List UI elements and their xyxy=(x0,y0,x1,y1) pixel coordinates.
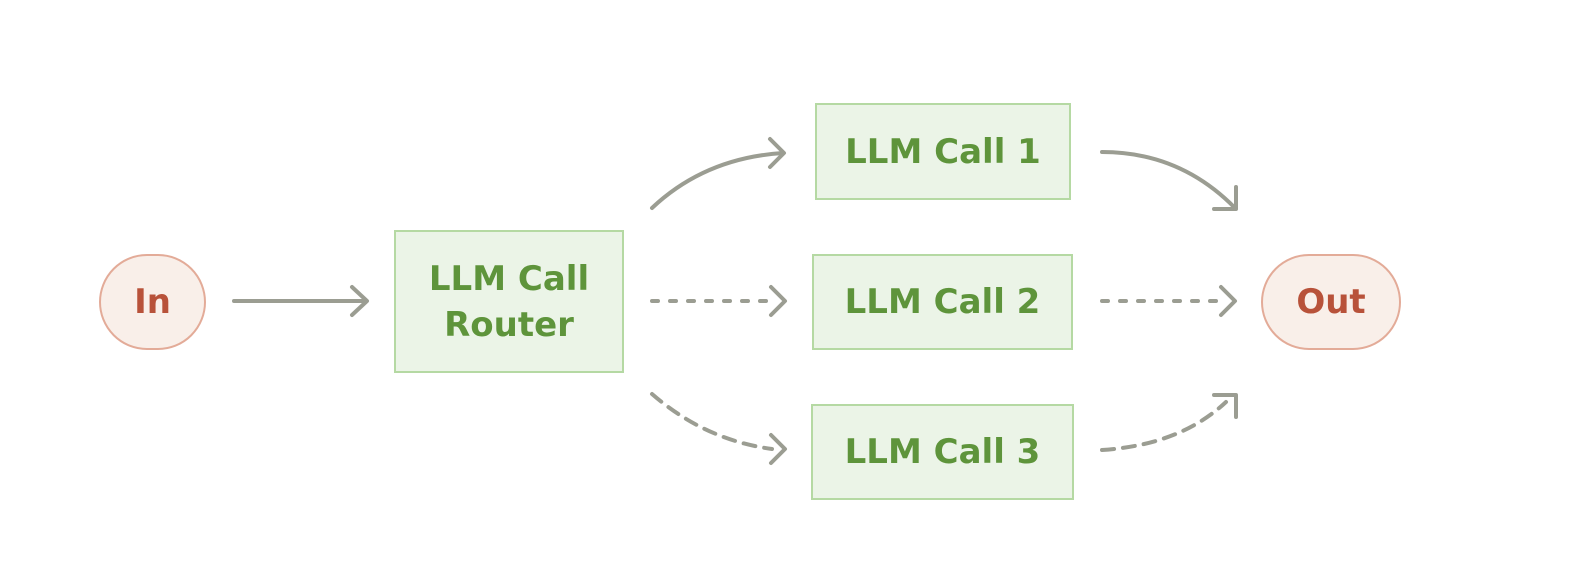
arrow-router-to-call1 xyxy=(650,151,785,210)
llm-call-1-node: LLM Call 1 xyxy=(815,103,1071,200)
arrowhead-call2-to-out xyxy=(1219,285,1237,317)
llm-call-2-label: LLM Call 2 xyxy=(844,282,1041,322)
llm-call-2-node: LLM Call 2 xyxy=(812,254,1073,350)
arrow-call1-to-out xyxy=(1100,150,1237,210)
output-node-label: Out xyxy=(1296,282,1366,322)
arrow-router-to-call3 xyxy=(650,392,774,451)
arrowhead-router-to-call2 xyxy=(769,285,787,317)
llm-call-1-label: LLM Call 1 xyxy=(845,131,1041,172)
arrowhead-router-to-call3 xyxy=(769,433,787,465)
output-node: Out xyxy=(1261,254,1401,350)
arrowhead-call3-to-out xyxy=(1212,393,1238,419)
llm-call-3-node: LLM Call 3 xyxy=(811,404,1074,500)
llm-call-3-label: LLM Call 3 xyxy=(844,432,1041,472)
arrowhead-router-to-call1 xyxy=(768,137,786,169)
arrowhead-call1-to-out xyxy=(1212,185,1238,211)
router-node-label-line2: Router xyxy=(444,304,574,345)
input-node-label: In xyxy=(134,282,171,322)
arrow-call3-to-out xyxy=(1100,400,1228,452)
arrowhead-in-to-router xyxy=(350,285,369,317)
input-node: In xyxy=(99,254,206,350)
router-node-label-line1: LLM Call xyxy=(428,258,590,299)
router-node: LLM Call Router xyxy=(394,230,624,373)
